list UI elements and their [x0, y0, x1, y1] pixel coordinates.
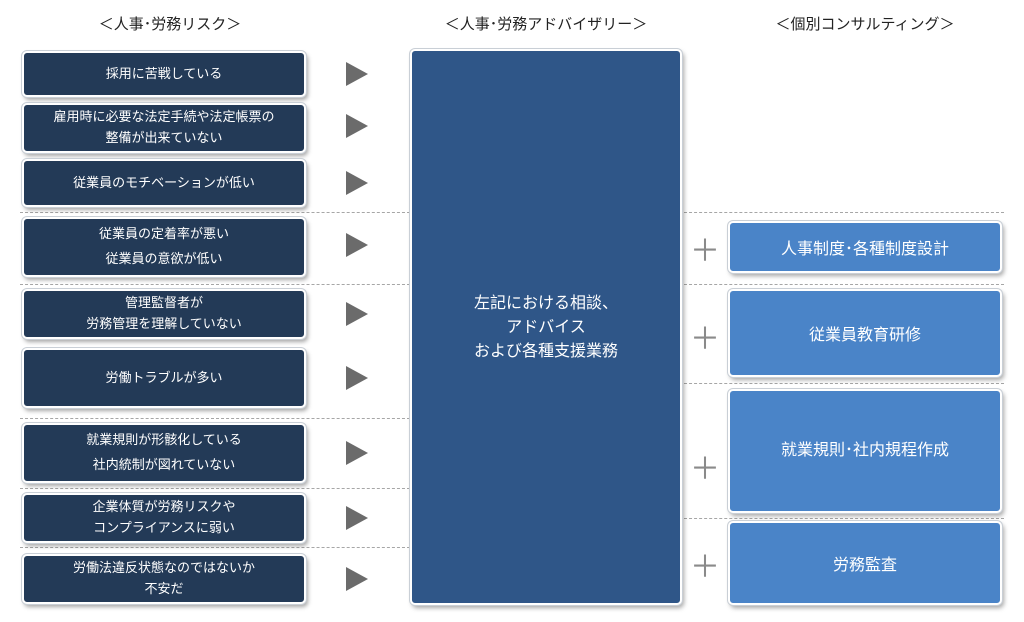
risk-label: 従業員の定着率が悪い [98, 227, 229, 242]
separator-line [20, 488, 410, 489]
plus-icon: ＋ [690, 234, 720, 269]
risk-box: 労働トラブルが多い [22, 348, 306, 408]
consulting-box-rules: 就業規則･社内規程作成 [728, 389, 1002, 513]
consulting-header: ＜個別コンサルティング＞ [775, 15, 955, 33]
arrow-right-icon [346, 506, 368, 530]
consulting-box-training: 従業員教育研修 [728, 289, 1002, 377]
risk-box: 採用に苦戦している [22, 51, 306, 97]
risk-label: 従業員のモチベーションが低い [73, 175, 255, 191]
risk-box: 管理監督者が 労務管理を理解していない [22, 289, 306, 339]
risk-label: 就業規則が形骸化している [86, 433, 242, 448]
risk-box: 従業員の定着率が悪い 従業員の意欲が低い [22, 217, 306, 277]
separator-line [20, 418, 410, 419]
risk-label: コンプライアンスに弱い [93, 521, 235, 536]
risk-label: 労働法違反状態なのではないか [72, 561, 255, 576]
plus-icon: ＋ [690, 322, 720, 357]
consulting-box-system-design: 人事制度･各種制度設計 [728, 221, 1002, 273]
plus-icon: ＋ [690, 550, 720, 585]
arrow-right-icon [346, 171, 368, 195]
risk-label: 社内統制が図れていない [92, 458, 236, 473]
risk-label: 雇用時に必要な法定手続や法定帳票の [53, 110, 275, 125]
risk-label: 従業員の意欲が低い [105, 252, 223, 267]
risk-box: 就業規則が形骸化している 社内統制が図れていない [22, 423, 306, 483]
separator-line [20, 212, 410, 213]
risk-box: 企業体質が労務リスクや コンプライアンスに弱い [22, 493, 306, 543]
advisory-label: および各種支援業務 [473, 341, 618, 360]
arrow-right-icon [346, 366, 368, 390]
arrow-right-icon [346, 233, 368, 257]
arrow-right-icon [346, 62, 368, 86]
arrow-right-icon [346, 567, 368, 591]
consulting-label: 人事制度･各種制度設計 [780, 239, 949, 258]
risk-box: 雇用時に必要な法定手続や法定帳票の 整備が出来ていない [22, 103, 306, 153]
risk-label: 整備が出来ていない [105, 131, 223, 146]
separator-line [20, 547, 410, 548]
arrow-right-icon [346, 114, 368, 138]
consulting-box-audit: 労務監査 [728, 521, 1002, 605]
consulting-label: 従業員教育研修 [808, 325, 921, 344]
advisory-box: 左記における相談、 アドバイス および各種支援業務 [410, 49, 682, 605]
arrow-right-icon [346, 441, 368, 465]
risk-label: 不安だ [144, 582, 184, 597]
risk-label: 採用に苦戦している [105, 66, 223, 82]
risk-label: 労働トラブルが多い [105, 370, 223, 386]
consulting-label: 労務監査 [832, 555, 897, 574]
separator-line [684, 518, 1004, 519]
risk-label: 企業体質が労務リスクや [92, 500, 236, 515]
separator-line [684, 284, 1004, 285]
arrow-right-icon [346, 302, 368, 326]
consulting-label: 就業規則･社内規程作成 [780, 440, 949, 459]
risk-label: 労務管理を理解していない [86, 317, 242, 332]
risk-box: 労働法違反状態なのではないか 不安だ [22, 554, 306, 604]
risk-label: 管理監督者が [124, 296, 203, 311]
advisory-label: 左記における相談、 [473, 293, 618, 312]
separator-line [684, 383, 1004, 384]
advisory-label: アドバイス [506, 317, 586, 336]
risk-box: 従業員のモチベーションが低い [22, 159, 306, 207]
plus-icon: ＋ [690, 452, 720, 487]
risks-header: ＜人事･労務リスク＞ [98, 15, 242, 33]
separator-line [20, 284, 410, 285]
advisory-header: ＜人事･労務アドバイザリー＞ [444, 15, 648, 33]
separator-line [684, 212, 1004, 213]
